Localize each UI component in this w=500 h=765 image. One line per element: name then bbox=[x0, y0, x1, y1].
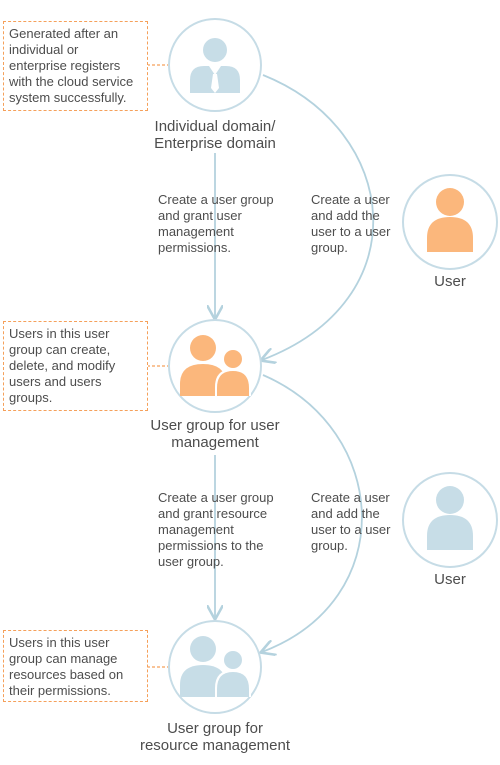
note-resource-mgmt-group: Users in this user group can manage reso… bbox=[3, 630, 148, 702]
edge-label-add-user-to-resource-group: Create a user and add the user to a user… bbox=[311, 490, 391, 553]
caption-user-mgmt-group: User group for user management bbox=[150, 417, 280, 451]
blue-user-icon bbox=[427, 486, 473, 550]
business-user-icon bbox=[190, 38, 240, 93]
orange-user-icon bbox=[427, 188, 473, 252]
connector-curve-domain-to-user-mgmt bbox=[262, 74, 375, 360]
caption-user-orange: User bbox=[434, 273, 466, 290]
connector-curve-user-mgmt-to-resource-mgmt bbox=[262, 374, 363, 652]
caption-domain: Individual domain/ Enterprise domain bbox=[154, 118, 276, 152]
edge-label-create-resource-group: Create a user group and grant resource m… bbox=[158, 490, 274, 569]
node-user-blue bbox=[402, 472, 498, 568]
domain-circle bbox=[168, 18, 262, 112]
edge-label-add-user-to-mgmt-group: Create a user and add the user to a user… bbox=[311, 192, 391, 255]
note-user-mgmt-group: Users in this user group can create, del… bbox=[3, 321, 148, 411]
node-user-orange bbox=[402, 174, 498, 270]
node-domain bbox=[168, 18, 262, 112]
edge-label-create-user-mgmt-group: Create a user group and grant user manag… bbox=[158, 192, 274, 255]
caption-resource-mgmt-group: User group for resource management bbox=[139, 720, 291, 754]
orange-user-group-icon bbox=[180, 335, 251, 396]
caption-user-blue: User bbox=[434, 571, 466, 588]
node-resource-mgmt-group bbox=[168, 620, 262, 714]
node-user-mgmt-group bbox=[168, 319, 262, 413]
note-domain: Generated after an individual or enterpr… bbox=[3, 21, 148, 111]
blue-user-group-icon bbox=[180, 636, 251, 697]
